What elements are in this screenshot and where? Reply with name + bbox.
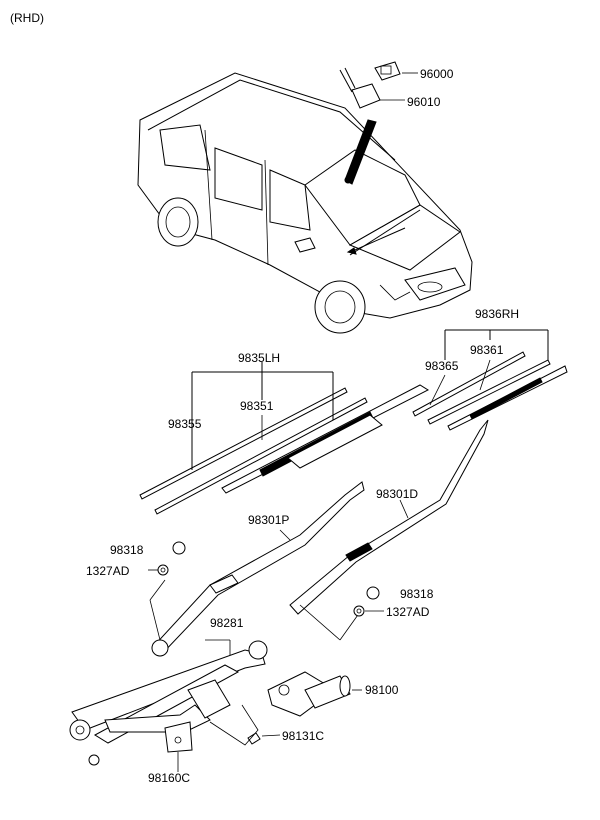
rh-wiper-blade-group xyxy=(412,329,568,431)
washer-nozzle-parts xyxy=(339,61,418,109)
vehicle-illustration xyxy=(137,72,473,334)
wiper-arms xyxy=(149,419,489,657)
callout-98361: 98361 xyxy=(470,343,504,357)
callout-labels: 96000 96010 9836RH 98365 98361 9835LH 98… xyxy=(86,67,519,785)
callout-98131c: 98131C xyxy=(282,729,324,743)
callout-1327ad-right: 1327AD xyxy=(386,605,430,619)
callout-98281: 98281 xyxy=(210,616,244,630)
callout-98100: 98100 xyxy=(365,683,399,697)
wiper-motor xyxy=(209,671,362,746)
callout-96010: 96010 xyxy=(407,95,441,109)
callout-98318-left: 98318 xyxy=(110,543,144,557)
callout-9836rh: 9836RH xyxy=(475,307,519,321)
callout-96000: 96000 xyxy=(420,67,454,81)
callout-98301p: 98301P xyxy=(248,513,289,527)
arm-fasteners xyxy=(148,541,384,617)
callout-98160c: 98160C xyxy=(148,771,190,785)
callout-98301d: 98301D xyxy=(376,487,418,501)
lh-wiper-blade-group xyxy=(139,362,430,515)
callout-1327ad-left: 1327AD xyxy=(86,564,130,578)
variant-label: (RHD) xyxy=(10,11,44,25)
callout-98318-right: 98318 xyxy=(400,587,434,601)
callout-98355: 98355 xyxy=(168,417,202,431)
callout-9835lh: 9835LH xyxy=(238,351,280,365)
wiper-linkage xyxy=(69,639,268,772)
callout-98365: 98365 xyxy=(425,359,459,373)
callout-98351: 98351 xyxy=(240,399,274,413)
